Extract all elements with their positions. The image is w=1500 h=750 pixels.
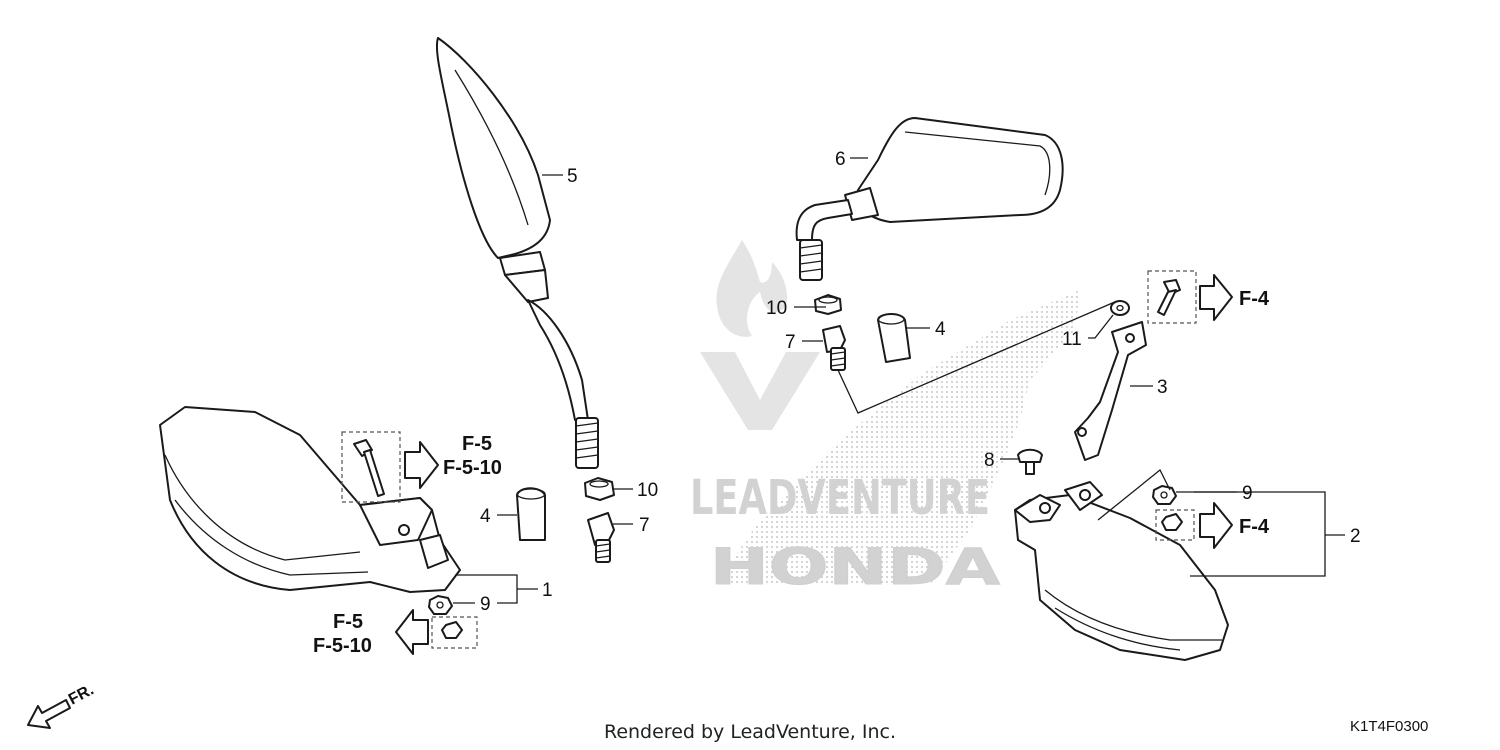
mirror-right[interactable]: [795, 117, 1064, 281]
callout-11[interactable]: 11: [1062, 329, 1082, 350]
bolt-box-left-bottom: [431, 616, 478, 649]
callout-10-left[interactable]: 10: [637, 480, 658, 501]
callout-6[interactable]: 6: [835, 149, 846, 170]
callouts: 1 2 3 4 4 5 6 7 7 8 9 9 10 10 11: [480, 149, 1361, 615]
ref-left-bottom-line2: F-5-10: [313, 635, 372, 657]
adapter-left[interactable]: [587, 512, 615, 563]
footer-credit: Rendered by LeadVenture, Inc.: [604, 721, 896, 743]
ref-left-top-line1: F-5: [462, 433, 492, 455]
ref-left-bottom[interactable]: F-5 F-5-10: [313, 609, 429, 657]
watermark-maker: HONDA: [710, 538, 1000, 596]
front-arrow-icon: [27, 699, 71, 729]
callout-8[interactable]: 8: [984, 450, 995, 471]
ref-right-bottom[interactable]: F-4: [1199, 502, 1270, 549]
ref-arrow-left-icon: [395, 609, 429, 655]
front-label: FR.: [66, 681, 97, 708]
watermark-brand: LEADVENTURE: [690, 470, 990, 526]
diagram-code: K1T4F0300: [1350, 718, 1428, 735]
callout-9-right[interactable]: 9: [1242, 483, 1253, 504]
callout-9-left[interactable]: 9: [480, 594, 491, 615]
callout-1[interactable]: 1: [542, 580, 553, 601]
callout-7-left[interactable]: 7: [639, 515, 650, 536]
ref-right-top-label: F-4: [1239, 288, 1270, 310]
washer[interactable]: [1110, 300, 1130, 316]
ref-left-top-line2: F-5-10: [443, 457, 502, 479]
ref-left-top[interactable]: F-5 F-5-10: [404, 433, 502, 489]
bolt-box-right-bottom: [1155, 509, 1195, 541]
handguard-right[interactable]: [1014, 481, 1229, 661]
weight-left[interactable]: [516, 487, 546, 541]
bolt-box-left-top: [341, 431, 401, 503]
mirror-left[interactable]: [435, 37, 599, 469]
screw[interactable]: [1017, 448, 1043, 475]
bolt-box-right-top: [1147, 270, 1197, 324]
watermark-wing: [715, 290, 1080, 585]
nut-left[interactable]: [428, 595, 453, 615]
callout-3[interactable]: 3: [1157, 377, 1168, 398]
ref-arrow-right-icon: [1199, 502, 1233, 549]
ref-right-bottom-label: F-4: [1239, 516, 1270, 538]
weight-right[interactable]: [877, 313, 911, 363]
callout-5[interactable]: 5: [567, 166, 578, 187]
leader-lines: [453, 157, 1345, 604]
callout-2[interactable]: 2: [1350, 526, 1361, 547]
callout-10-right[interactable]: 10: [766, 298, 787, 319]
callout-4-right[interactable]: 4: [935, 319, 946, 340]
front-indicator: FR.: [27, 681, 97, 729]
nut-right[interactable]: [1152, 485, 1177, 505]
watermark-v-icon: [700, 352, 820, 430]
nut-10-left[interactable]: [584, 477, 615, 501]
ref-right-top[interactable]: F-4: [1199, 274, 1270, 321]
adapter-right[interactable]: [822, 325, 846, 371]
stay-bracket[interactable]: [1074, 321, 1147, 461]
ref-arrow-right-icon: [404, 441, 439, 489]
watermark-flame-icon: [716, 240, 788, 337]
handguard-left[interactable]: [159, 406, 461, 593]
ref-arrow-right-icon: [1199, 274, 1233, 321]
callout-4-left[interactable]: 4: [480, 506, 491, 527]
ref-left-bottom-line1: F-5: [333, 611, 363, 633]
nut-10-right[interactable]: [814, 294, 842, 315]
callout-7-right[interactable]: 7: [785, 332, 796, 353]
watermark: LEADVENTURE HONDA: [690, 240, 1080, 597]
